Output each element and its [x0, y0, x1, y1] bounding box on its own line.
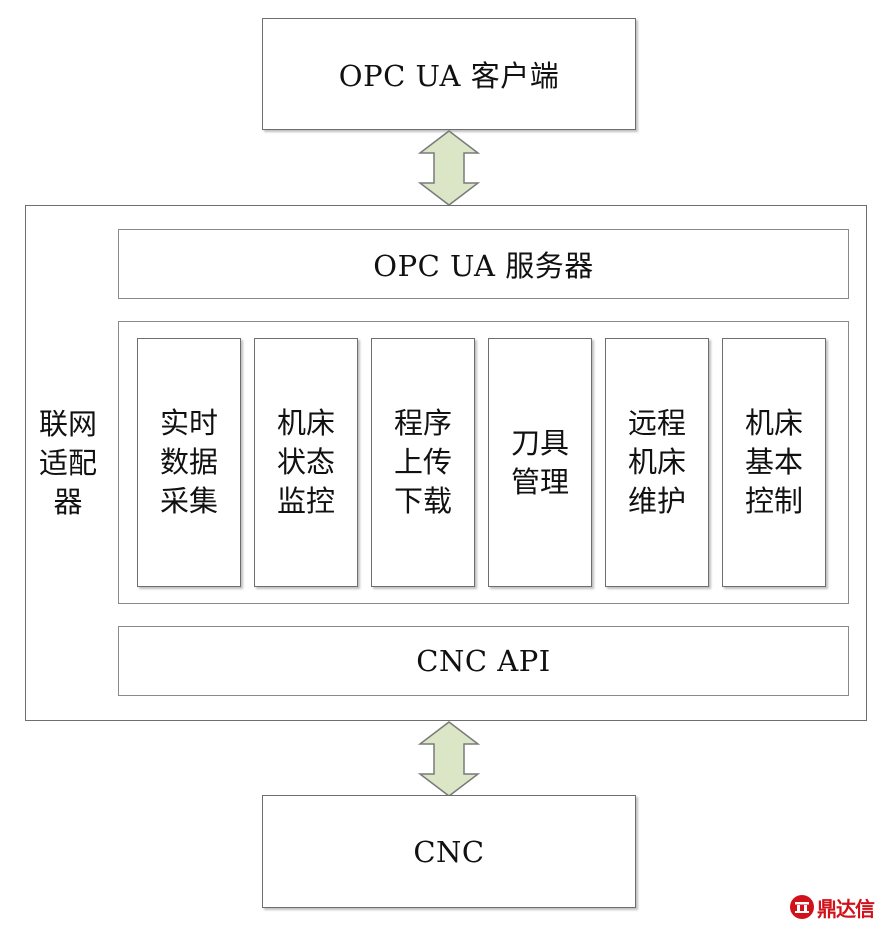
module-machine-basic-control: 机床基本控制	[722, 338, 826, 587]
cnc-label: CNC	[413, 834, 485, 869]
module-label: 程序上传下载	[393, 406, 452, 518]
module-label: 机床状态监控	[276, 406, 335, 518]
module-label: 机床基本控制	[744, 406, 803, 518]
opc-ua-server-label: OPC UA 服务器	[373, 249, 594, 283]
cnc-box: CNC	[262, 795, 636, 908]
module-label: 刀具管理	[510, 425, 569, 499]
logo-icon	[790, 895, 814, 919]
opc-ua-client-label: OPC UA 客户端	[338, 59, 560, 93]
cnc-api-label: CNC API	[416, 644, 551, 678]
module-machine-status-monitoring: 机床状态监控	[254, 338, 358, 587]
watermark-text: 鼎达信	[817, 896, 875, 921]
opc-ua-client-box: OPC UA 客户端	[262, 18, 636, 130]
watermark: 鼎达信	[789, 892, 875, 922]
opc-ua-server-box: OPC UA 服务器	[118, 229, 849, 299]
module-remote-machine-maintenance: 远程机床维护	[605, 338, 709, 587]
module-label: 远程机床维护	[627, 406, 686, 518]
module-program-upload-download: 程序上传下载	[371, 338, 475, 587]
cnc-api-box: CNC API	[118, 626, 849, 696]
network-adapter-label: 联网适配器	[38, 407, 97, 519]
module-label: 实时数据采集	[159, 406, 218, 518]
module-realtime-data-acquisition: 实时数据采集	[137, 338, 241, 587]
double-arrow-bottom-icon	[417, 721, 481, 797]
module-tool-management: 刀具管理	[488, 338, 592, 587]
double-arrow-top-icon	[417, 130, 481, 206]
